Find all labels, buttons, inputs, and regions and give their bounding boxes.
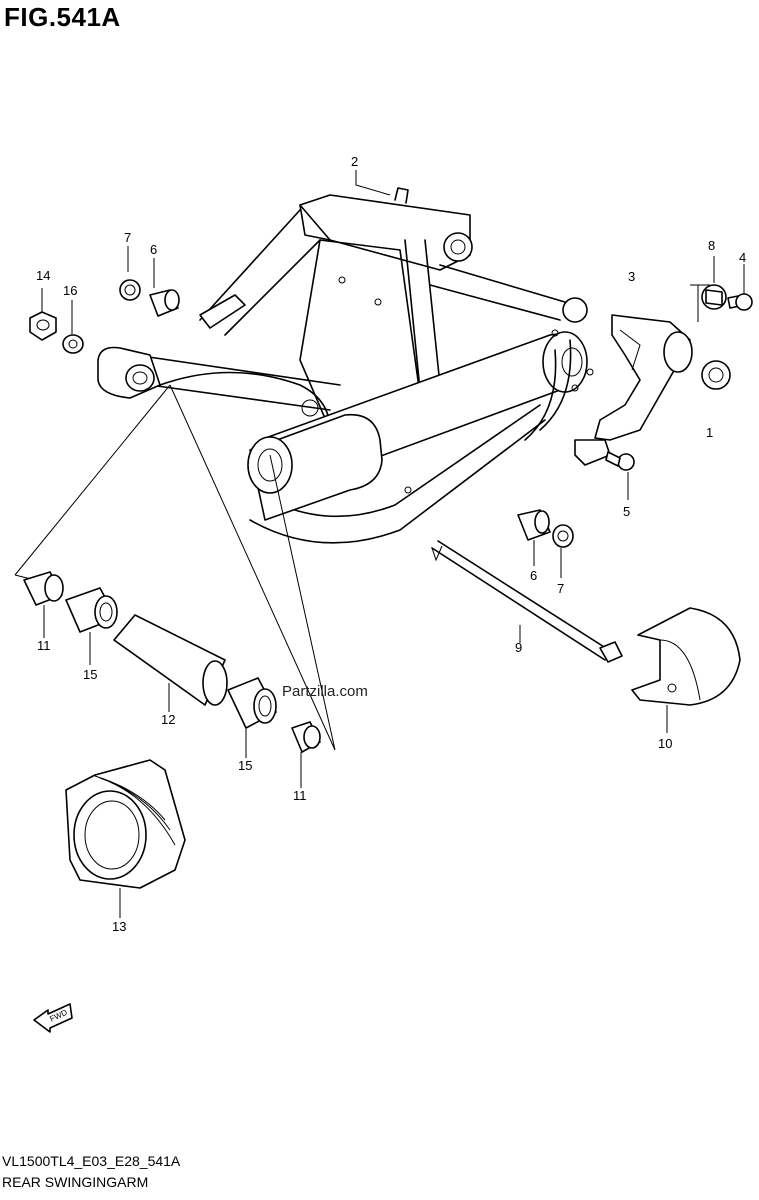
bearing-15-left <box>65 587 118 633</box>
cap-8 <box>701 284 727 310</box>
callout-7-top: 7 <box>124 230 131 245</box>
leader-lines <box>41 170 745 918</box>
callout-10: 10 <box>658 736 672 751</box>
bearing-6-bottom <box>517 509 551 541</box>
bracket-part <box>574 314 693 466</box>
callout-12: 12 <box>161 712 175 727</box>
collar-11-left <box>23 571 64 606</box>
callout-15-right: 15 <box>238 758 252 773</box>
callout-9: 9 <box>515 640 522 655</box>
fwd-arrow-icon: FWD <box>33 1003 73 1033</box>
footer-name: REAR SWINGINGARM <box>2 1174 149 1190</box>
nut-14 <box>29 311 57 341</box>
washer-7-top <box>119 279 141 301</box>
callout-2: 2 <box>351 154 358 169</box>
callout-13: 13 <box>112 919 126 934</box>
callout-11-left: 11 <box>37 638 51 653</box>
spacer-12 <box>113 614 228 706</box>
callout-4: 4 <box>739 250 746 265</box>
bolt-5 <box>605 451 635 471</box>
assembly-box-lines <box>14 384 336 751</box>
boot-13 <box>65 759 186 889</box>
pivot-shaft-9 <box>431 540 623 663</box>
footer-code: VL1500TL4_E03_E28_541A <box>2 1153 181 1169</box>
bearing-15-right <box>227 677 277 729</box>
cover-10 <box>631 607 741 706</box>
callout-7-bottom: 7 <box>557 581 564 596</box>
swingarm-frame <box>97 187 594 544</box>
callout-5: 5 <box>623 504 630 519</box>
callout-14: 14 <box>36 268 50 283</box>
collar-11-right <box>291 721 321 753</box>
watermark-text: Partzilla.com <box>282 683 368 700</box>
callout-6-bottom: 6 <box>530 568 537 583</box>
leader-8-4 <box>690 284 710 322</box>
callout-3: 3 <box>628 269 635 284</box>
washer-7-bottom <box>552 524 574 548</box>
callout-16: 16 <box>63 283 77 298</box>
callout-8: 8 <box>708 238 715 253</box>
callout-11-right: 11 <box>293 788 307 803</box>
bolt-4 <box>727 293 753 311</box>
callout-labels: 2 7 6 14 16 3 8 4 1 5 6 7 9 10 11 15 12 … <box>36 154 746 934</box>
callout-6-top: 6 <box>150 242 157 257</box>
bearing-6-top <box>149 289 180 317</box>
callout-1: 1 <box>706 425 713 440</box>
toothed-washer <box>701 360 731 390</box>
callout-15-left: 15 <box>83 667 97 682</box>
washer-16 <box>62 334 84 354</box>
figure-title: FIG.541A <box>4 2 121 32</box>
